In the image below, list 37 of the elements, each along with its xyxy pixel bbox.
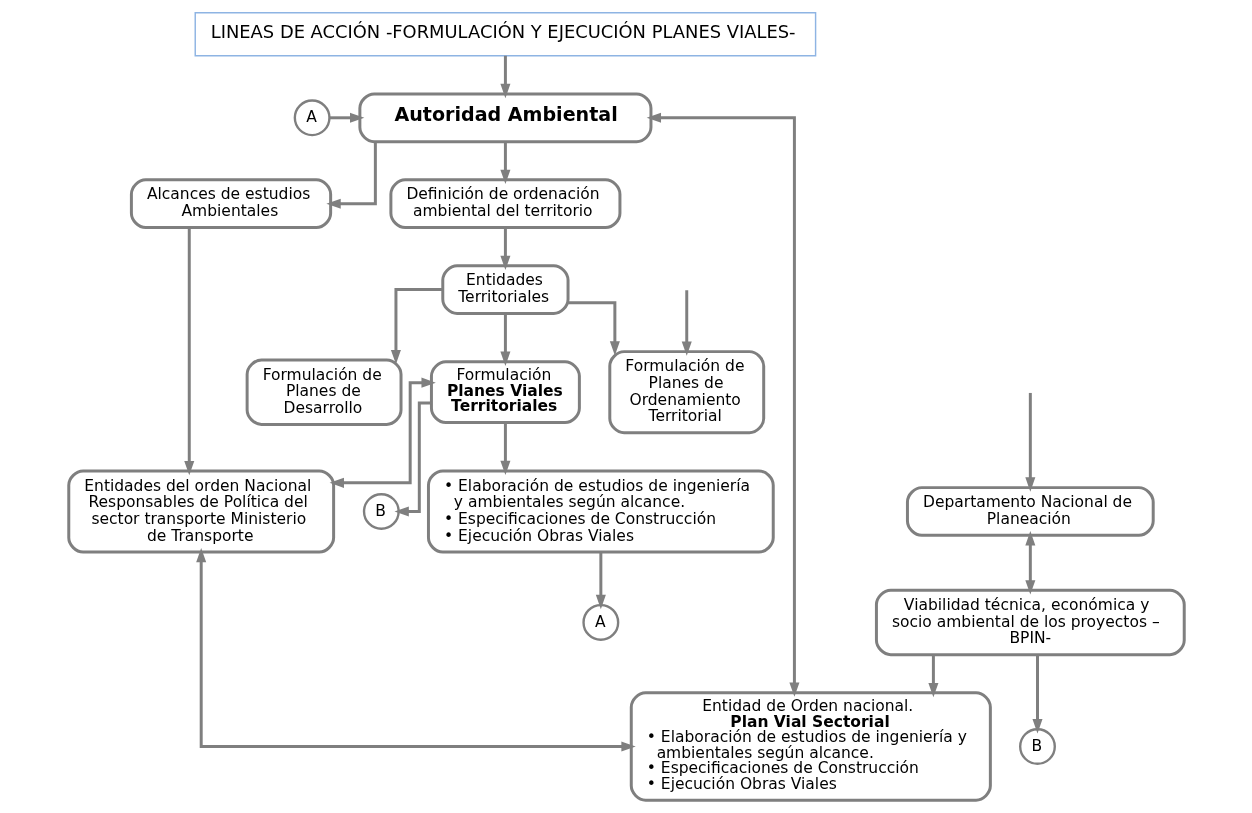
- arrow: [325, 141, 377, 209]
- arrow: [1024, 531, 1035, 595]
- arrow: [499, 313, 510, 366]
- arrow: [646, 112, 799, 697]
- arrow: [499, 422, 510, 476]
- arrow: [329, 377, 436, 488]
- arrow: [499, 227, 510, 270]
- node-box: Departamento Nacional de Planeación: [905, 486, 1155, 537]
- arrow: [329, 112, 364, 123]
- node-box: Viabilidad técnica, económica y socio ambiental de los proyectos – BPIN-: [874, 588, 1186, 657]
- arrow: [499, 55, 510, 99]
- arrow: [499, 141, 510, 185]
- node-box: Entidad de Orden nacional. Plan Vial Sectorial • Elaboración de estudios de ingeniería y ambientales según alcance. • Especificaciones de Construcción • Ejecución Obras Viales: [629, 691, 992, 802]
- arrow: [1024, 392, 1035, 492]
- node-circle: A: [581, 603, 619, 641]
- node-box: Formulación de Planes de Desarrollo: [245, 358, 402, 426]
- arrow: [567, 301, 620, 356]
- node-box: Formulación Planes Viales Territoriales: [429, 360, 581, 425]
- node-box: Alcances de estudios Ambientales: [129, 178, 332, 230]
- node-box: LINEAS DE ACCIÓN -FORMULACIÓN Y EJECUCIÓN PLANES VIALES-: [194, 12, 816, 57]
- arrow: [393, 401, 431, 517]
- arrow: [390, 288, 443, 365]
- arrow: [195, 547, 636, 752]
- node-circle: A: [293, 99, 331, 137]
- arrow: [595, 552, 606, 610]
- arrow: [681, 290, 692, 356]
- arrow: [927, 654, 938, 698]
- node-box: • Elaboración de estudios de ingeniería y ambientales según alcance. • Especificaciones de Construcción • Ejecución Obras Viales: [426, 469, 775, 554]
- arrow: [183, 227, 194, 476]
- node-box: Entidades Territoriales: [440, 264, 570, 315]
- node-box: Autoridad Ambiental: [357, 92, 652, 144]
- node-box: Definición de ordenación ambiental del territorio: [388, 178, 621, 230]
- node-box: Entidades del orden Nacional Responsables de Política del sector transporte Ministerio de Transporte: [66, 469, 335, 554]
- arrow: [1031, 654, 1042, 734]
- node-circle: B: [1018, 728, 1056, 765]
- node-circle: B: [362, 493, 400, 530]
- node-box: Formulación de Planes de Ordenamiento Territorial: [607, 350, 765, 435]
